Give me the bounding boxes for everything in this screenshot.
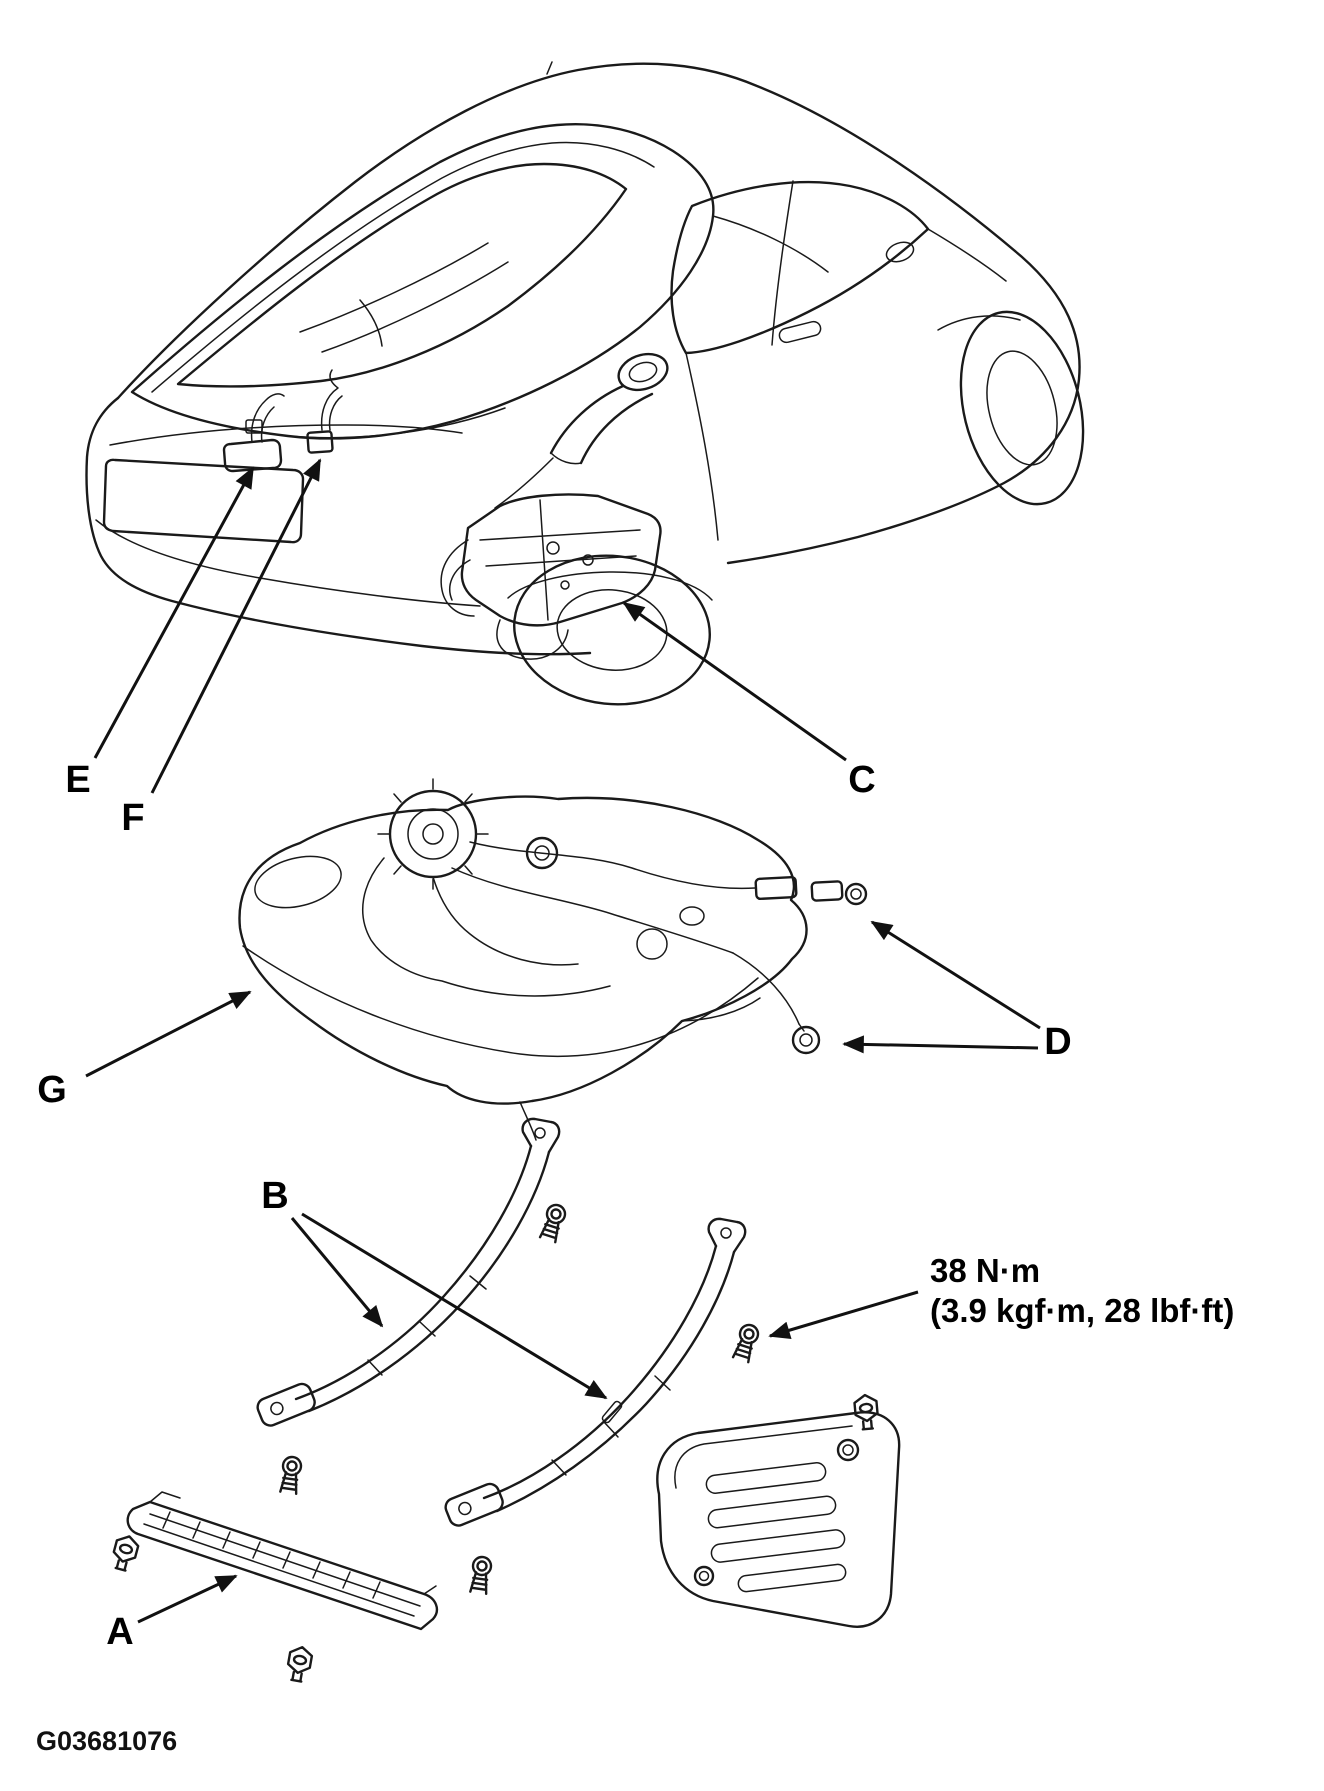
- callout-labels: E F C G D B A: [37, 759, 1072, 1653]
- bolt-strap-left-bottom: [278, 1454, 304, 1496]
- tank-strap-left: [256, 1117, 561, 1427]
- callout-c-label: C: [848, 759, 875, 801]
- callout-g-label: G: [37, 1069, 67, 1111]
- strap-mount-bolts: [278, 1201, 762, 1596]
- callout-c-arrow: [622, 601, 847, 762]
- part-e-clip: [222, 438, 283, 473]
- bolt-strap-left-top: [537, 1201, 569, 1244]
- callout-e-arrow: [93, 466, 255, 759]
- callout-d-arrow-upper: [870, 920, 1041, 1030]
- callout-arrows: [85, 458, 1041, 1624]
- fuel-line-end: [754, 875, 798, 901]
- fuel-tank: [238, 778, 868, 1141]
- baffle-bolt-bottom: [284, 1644, 315, 1684]
- door-mirror: [885, 241, 915, 263]
- callout-a-arrow: [137, 1574, 238, 1624]
- torque-note-arrow: [768, 1290, 919, 1339]
- torque-note: 38 N·m (3.9 kgf·m, 28 lbf·ft): [930, 1252, 1234, 1329]
- door-handle: [778, 320, 822, 344]
- part-f-clip: [306, 430, 334, 454]
- bolt-strap-right-top: [730, 1321, 762, 1364]
- callout-d-arrow-lower: [842, 1035, 1039, 1054]
- heat-shield: [656, 1392, 901, 1628]
- vehicle-rear-view: [85, 61, 1085, 706]
- callout-e-label: E: [65, 759, 90, 801]
- license-plate-recess: [102, 458, 305, 544]
- fuel-gauge-sender: [525, 836, 559, 870]
- torque-note-line1: 38 N·m: [930, 1252, 1040, 1289]
- front-wheel: [959, 310, 1085, 506]
- callout-a-label: A: [106, 1611, 133, 1653]
- torque-note-line2: (3.9 kgf·m, 28 lbf·ft): [930, 1292, 1234, 1329]
- callout-b-arrow-right: [301, 1212, 608, 1400]
- bolt-strap-right-bottom: [468, 1554, 494, 1596]
- vent-tube-clips: [222, 369, 343, 473]
- callout-d-label: D: [1044, 1021, 1071, 1063]
- callout-f-label: F: [121, 797, 144, 839]
- callout-b-label: B: [261, 1175, 288, 1217]
- figure-id: G03681076: [36, 1726, 177, 1756]
- baffle-plate: [108, 1491, 439, 1684]
- baffle-bolt-left: [108, 1532, 142, 1574]
- callout-f-arrow: [150, 458, 322, 794]
- callout-g-arrow: [85, 990, 252, 1078]
- quick-connect-fitting-upper: [810, 880, 844, 902]
- fuel-filler-pipe-assembly: [440, 384, 662, 660]
- fuel-pump-flange: [388, 789, 478, 879]
- quick-connect-fitting-lower: [791, 1025, 821, 1055]
- fuel-filler-cap: [617, 352, 669, 392]
- callout-b-arrow-left: [290, 1217, 384, 1328]
- tank-strap-right: [444, 1217, 747, 1527]
